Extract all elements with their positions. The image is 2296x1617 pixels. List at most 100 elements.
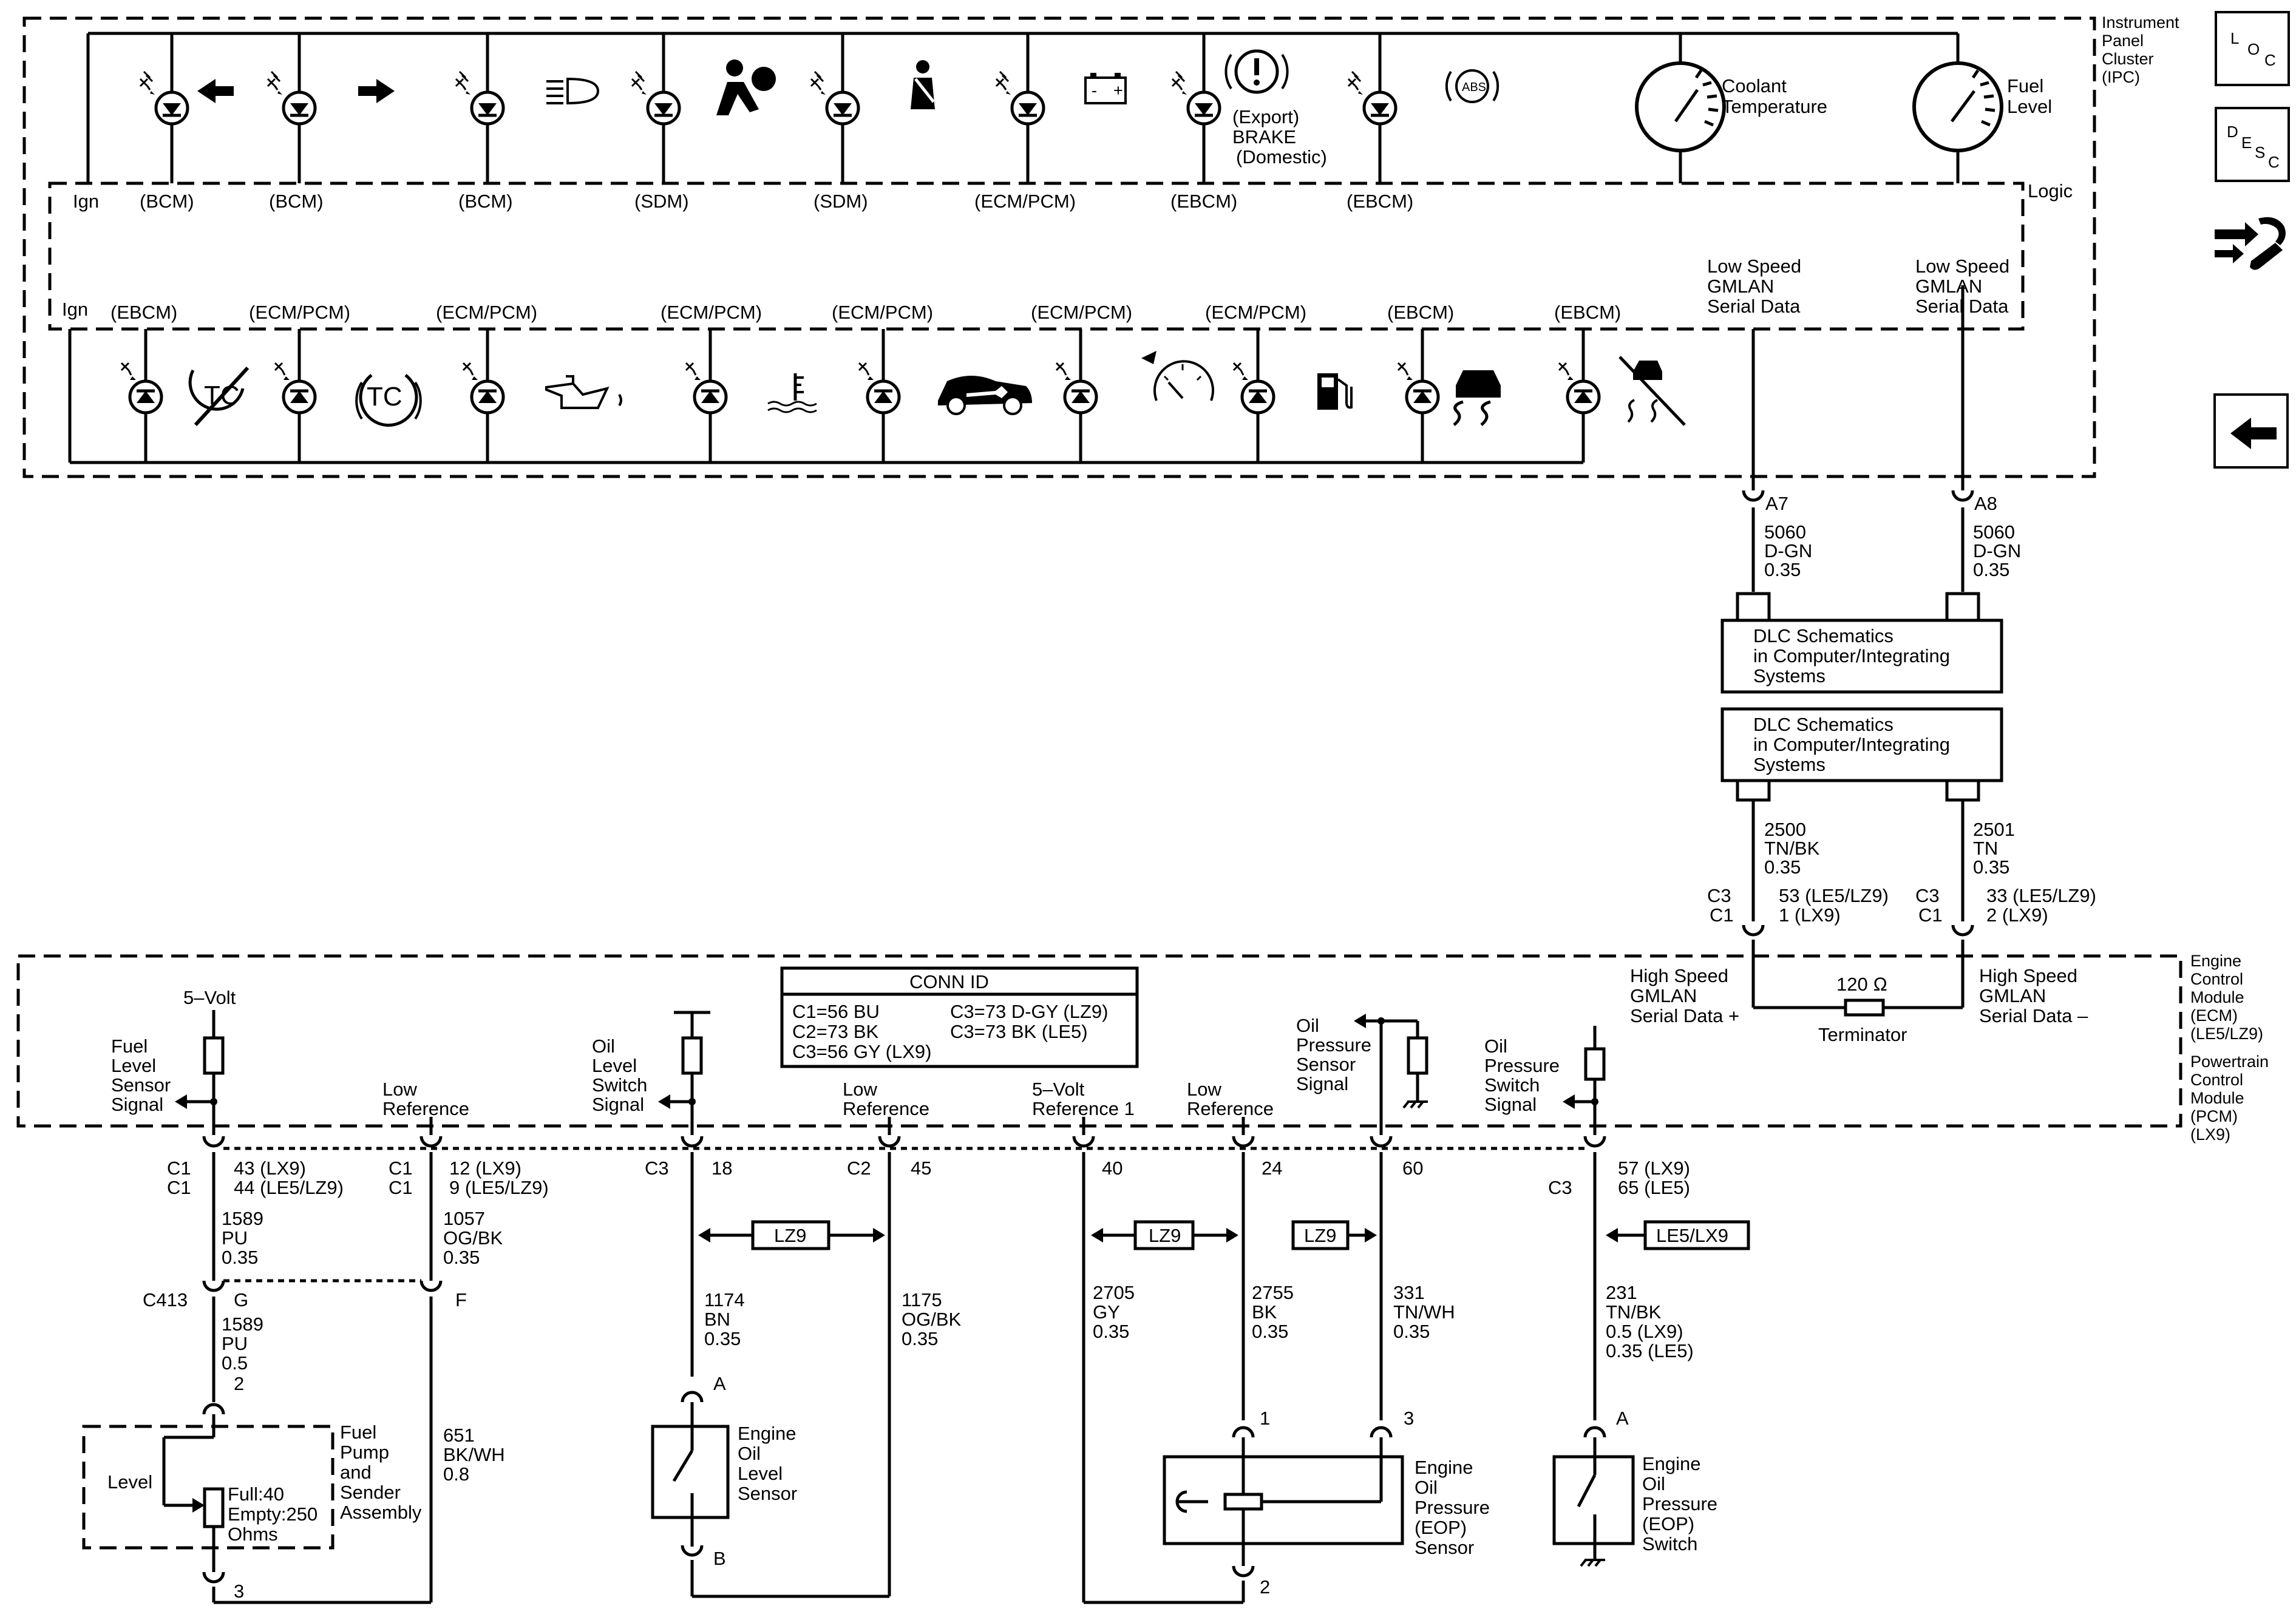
svg-text:C3: C3 — [1707, 885, 1731, 906]
svg-text:(EBCM): (EBCM) — [110, 302, 177, 323]
dlc-box-1[interactable]: DLC Schematics in Computer/Integrating S… — [1720, 619, 2003, 694]
svg-text:0.5: 0.5 — [222, 1352, 248, 1374]
svg-text:Fuel: Fuel — [111, 1036, 148, 1057]
svg-text:C1: C1 — [389, 1177, 413, 1198]
ipc-label: Instrument Panel Cluster (IPC) — [2102, 13, 2179, 86]
svg-text:A: A — [1616, 1408, 1629, 1429]
headlamp-icon — [546, 77, 600, 105]
loc-letter: O — [2247, 40, 2260, 58]
turn-left-icon — [197, 79, 234, 103]
svg-text:+: + — [1113, 81, 1123, 100]
svg-text:(BCM): (BCM) — [140, 191, 194, 212]
svg-text:G: G — [234, 1289, 248, 1310]
svg-text:2: 2 — [234, 1373, 244, 1394]
svg-text:and: and — [340, 1462, 372, 1483]
navigate-tool-icon[interactable] — [2209, 200, 2294, 279]
oil-level-switch-signal: Oil Level Switch Signal — [592, 1011, 710, 1135]
svg-text:1057: 1057 — [443, 1208, 485, 1229]
svg-text:Low Speed: Low Speed — [1707, 256, 1801, 277]
svg-text:5060: 5060 — [1973, 521, 2015, 543]
coolant-temp-icon — [767, 373, 817, 413]
svg-text:40: 40 — [1102, 1158, 1123, 1179]
svg-text:A7: A7 — [1765, 493, 1788, 514]
svg-text:(Domestic): (Domestic) — [1236, 146, 1327, 168]
svg-text:LZ9: LZ9 — [1304, 1225, 1336, 1246]
svg-text:Full:40: Full:40 — [228, 1483, 284, 1505]
turn-right-icon — [358, 79, 395, 103]
svg-text:Engine: Engine — [738, 1423, 796, 1444]
option-tag-lz9-3: LZ9 — [1291, 1220, 1377, 1250]
svg-text:C1: C1 — [1710, 904, 1734, 926]
svg-text:B: B — [713, 1548, 726, 1569]
svg-text:0.35: 0.35 — [902, 1328, 938, 1349]
svg-text:Low: Low — [843, 1079, 877, 1100]
svg-text:5–Volt: 5–Volt — [1032, 1079, 1085, 1100]
svg-text:(ECM/PCM): (ECM/PCM) — [1031, 302, 1132, 323]
svg-text:C2=73 BK: C2=73 BK — [792, 1021, 879, 1042]
svg-text:0.35: 0.35 — [222, 1247, 258, 1268]
svg-text:2500: 2500 — [1764, 819, 1806, 840]
svg-text:Switch: Switch — [1484, 1074, 1540, 1096]
bottom-source-labels: (EBCM) (ECM/PCM) (ECM/PCM) (ECM/PCM) (EC… — [110, 302, 1621, 323]
svg-text:Oil: Oil — [1484, 1036, 1507, 1057]
svg-text:GMLAN: GMLAN — [1630, 985, 1697, 1006]
svg-text:0.35: 0.35 — [704, 1328, 741, 1349]
svg-text:0.35: 0.35 — [1393, 1321, 1430, 1342]
svg-text:5–Volt: 5–Volt — [183, 987, 236, 1008]
ipc-label-line: Instrument — [2102, 13, 2179, 32]
svg-text:(ECM/PCM): (ECM/PCM) — [436, 302, 537, 323]
coolant-gauge: Coolant Temperature — [1635, 33, 1827, 183]
svg-text:in Computer/Integrating: in Computer/Integrating — [1753, 645, 1950, 666]
svg-text:Engine: Engine — [1415, 1457, 1473, 1478]
svg-text:BN: BN — [704, 1309, 730, 1330]
svg-text:-: - — [1092, 81, 1097, 100]
ecm-connectors — [204, 1136, 1605, 1146]
svg-text:Oil: Oil — [738, 1443, 761, 1464]
svg-text:5060: 5060 — [1764, 521, 1806, 543]
svg-text:D-GN: D-GN — [1973, 540, 2021, 561]
svg-text:Temperature: Temperature — [1722, 96, 1827, 117]
gmlan-low-2: Low Speed GMLAN Serial Data A8 5060 D-GN… — [1915, 256, 2021, 619]
svg-text:TN: TN — [1973, 838, 1998, 859]
svg-text:Engine: Engine — [2190, 952, 2241, 970]
svg-text:3: 3 — [1404, 1408, 1414, 1429]
svg-text:Control: Control — [2190, 1071, 2243, 1089]
svg-text:D-GN: D-GN — [1764, 540, 1812, 561]
svg-text:0.35: 0.35 — [1252, 1321, 1288, 1342]
svg-text:(BCM): (BCM) — [269, 191, 324, 212]
svg-text:C3=73 BK (LE5): C3=73 BK (LE5) — [950, 1021, 1088, 1042]
svg-text:Pressure: Pressure — [1484, 1055, 1560, 1076]
svg-text:Sensor: Sensor — [738, 1483, 797, 1504]
svg-text:Control: Control — [2190, 970, 2243, 988]
loc-button[interactable]: L O C — [2215, 11, 2290, 86]
svg-text:Level: Level — [111, 1055, 156, 1076]
desc-button[interactable]: D E S C — [2215, 107, 2290, 182]
svg-text:GMLAN: GMLAN — [1707, 276, 1774, 297]
svg-text:(LE5/LZ9): (LE5/LZ9) — [2190, 1025, 2263, 1043]
top-indicators — [140, 33, 1396, 183]
svg-text:C1: C1 — [389, 1158, 413, 1179]
svg-text:Terminator: Terminator — [1818, 1024, 1907, 1045]
svg-text:(EBCM): (EBCM) — [1387, 302, 1454, 323]
svg-text:CONN ID: CONN ID — [909, 971, 989, 992]
svg-text:OG/BK: OG/BK — [443, 1227, 503, 1249]
svg-text:Sender: Sender — [340, 1482, 401, 1503]
svg-text:LZ9: LZ9 — [774, 1225, 806, 1246]
svg-text:Ohms: Ohms — [228, 1524, 278, 1545]
svg-text:(ECM/PCM): (ECM/PCM) — [661, 302, 762, 323]
svg-text:(ECM/PCM): (ECM/PCM) — [1205, 302, 1306, 323]
svg-text:(SDM): (SDM) — [813, 191, 868, 212]
svg-text:0.35: 0.35 — [1973, 856, 2009, 878]
svg-text:651: 651 — [443, 1425, 475, 1446]
dlc-box-2[interactable]: DLC Schematics in Computer/Integrating S… — [1720, 707, 2003, 782]
svg-text:(EOP): (EOP) — [1642, 1513, 1694, 1534]
desc-letter: C — [2268, 153, 2280, 171]
svg-text:TN/BK: TN/BK — [1606, 1301, 1662, 1323]
stabilitrak-off-icon — [1618, 356, 1686, 426]
engine-oil-level-sensor: A B Engine Oil Level Sensor — [651, 1373, 797, 1596]
svg-text:1174: 1174 — [704, 1289, 745, 1310]
back-button[interactable] — [2213, 393, 2289, 469]
svg-text:(Export): (Export) — [1232, 106, 1299, 127]
oil-pressure-sensor-signal: Oil Pressure Sensor Signal — [1296, 1014, 1428, 1135]
desc-letter: S — [2255, 143, 2266, 161]
